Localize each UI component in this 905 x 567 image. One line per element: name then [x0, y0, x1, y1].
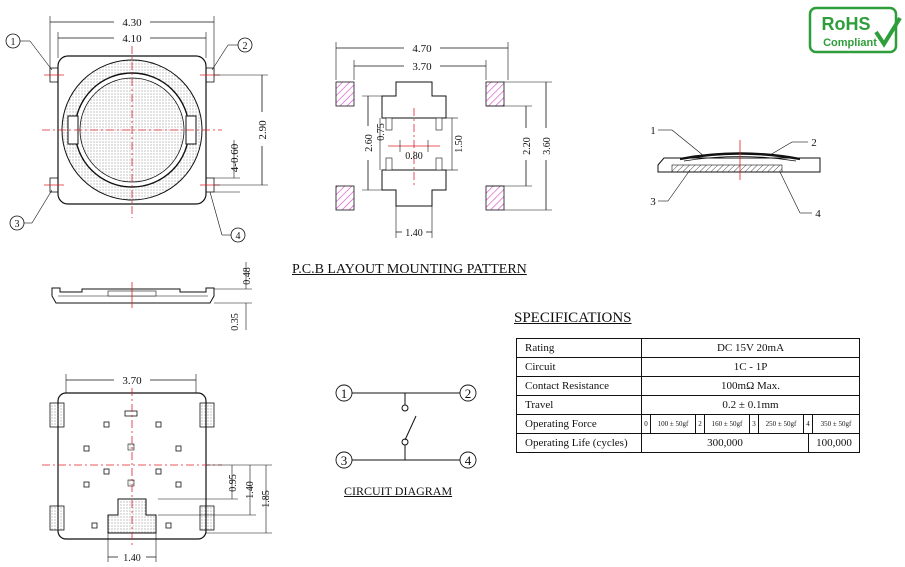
- specifications-title: SPECIFICATIONS: [514, 310, 632, 326]
- spec-value: 0.2 ± 0.1mm: [641, 395, 860, 415]
- dim-3-70-pcb: 3.70: [412, 61, 432, 73]
- dim-4-70: 4.70: [412, 43, 432, 55]
- callout-4: 4: [236, 231, 241, 242]
- section-callout-2: 2: [811, 137, 817, 149]
- table-row: Circuit 1C - 1P: [516, 357, 860, 377]
- switch-contact: [404, 415, 417, 441]
- circuit-terminal-3: 3: [341, 453, 348, 468]
- dim-3-70: 3.70: [122, 375, 142, 387]
- top-view: 4.30 4.10 2.90: [5, 15, 270, 243]
- dim-1-40-v: 1.40: [245, 481, 256, 499]
- dim-2-60: 2.60: [364, 134, 375, 152]
- circuit-diagram: 1 2 3 4: [335, 384, 477, 469]
- dim-0-35: 0.35: [230, 313, 241, 331]
- circuit-diagram-title: CIRCUIT DIAGRAM: [344, 484, 453, 498]
- life-value: 300,000: [642, 434, 809, 452]
- dim-1-40-bottom: 1.40: [123, 553, 141, 564]
- rohs-line2: Compliant: [823, 37, 877, 49]
- force-value: 160 ± 50gf: [704, 415, 749, 433]
- pcb-layout-title: P.C.B LAYOUT MOUNTING PATTERN: [292, 262, 527, 277]
- dim-4-30: 4.30: [122, 17, 142, 29]
- force-grade: 4: [803, 415, 812, 433]
- spec-label: Travel: [516, 395, 642, 415]
- life-values: 300,000 100,000: [641, 433, 860, 453]
- table-row: Operating Force 0 100 ± 50gf 2 160 ± 50g…: [516, 414, 860, 434]
- dim-1-40-pcb: 1.40: [405, 228, 423, 239]
- dim-1-85: 1.85: [261, 490, 272, 508]
- table-row: Rating DC 15V 20mA: [516, 338, 860, 358]
- circuit-terminal-4: 4: [465, 453, 472, 468]
- specifications-table: Rating DC 15V 20mA Circuit 1C - 1P Conta…: [516, 338, 860, 453]
- pcb-pad-4: [485, 185, 505, 211]
- force-grade: 0: [644, 420, 648, 428]
- pcb-pad-1: [335, 81, 355, 107]
- section-callout-4: 4: [815, 208, 821, 220]
- dim-2-20: 2.20: [522, 137, 533, 155]
- dim-0-48: 0.48: [242, 267, 253, 285]
- dim-4-0-60: 4-0.60: [229, 143, 241, 172]
- cross-section: 1 2 3 4: [650, 125, 821, 220]
- dim-0-95: 0.95: [228, 474, 239, 492]
- force-value: 350 ± 50gf: [812, 415, 859, 433]
- dim-0-80: 0.80: [405, 151, 423, 162]
- spec-label: Operating Life (cycles): [516, 433, 642, 453]
- spec-value: 100mΩ Max.: [641, 376, 860, 396]
- table-row: Contact Resistance 100mΩ Max.: [516, 376, 860, 396]
- table-row: Travel 0.2 ± 0.1mm: [516, 395, 860, 415]
- force-value: 100 ± 50gf: [650, 415, 695, 433]
- rohs-line1: RoHS: [822, 14, 871, 34]
- force-values: 0 100 ± 50gf 2 160 ± 50gf 3 250 ± 50gf 4…: [641, 414, 860, 434]
- spec-value: 1C - 1P: [641, 357, 860, 377]
- dim-1-50: 1.50: [454, 135, 465, 153]
- spec-label: Contact Resistance: [516, 376, 642, 396]
- spec-label: Circuit: [516, 357, 642, 377]
- check-icon: [874, 16, 902, 48]
- callout-1: 1: [11, 37, 16, 48]
- section-callout-3: 3: [650, 196, 656, 208]
- bottom-view: 3.70: [42, 373, 272, 564]
- table-row: Operating Life (cycles) 300,000 100,000: [516, 433, 860, 453]
- circuit-terminal-1: 1: [341, 386, 348, 401]
- force-grade: 2: [695, 415, 704, 433]
- spec-label: Operating Force: [516, 414, 642, 434]
- pcb-pad-3: [335, 185, 355, 211]
- pcb-pad-2: [485, 81, 505, 107]
- life-value: 100,000: [816, 437, 852, 449]
- side-view: 0.48 0.35: [51, 262, 253, 331]
- dim-2-90: 2.90: [257, 120, 269, 140]
- callout-2: 2: [243, 41, 248, 52]
- dim-0-75: 0.75: [376, 123, 387, 141]
- dim-4-10: 4.10: [122, 33, 142, 45]
- circuit-terminal-2: 2: [465, 386, 472, 401]
- spec-label: Rating: [516, 338, 642, 358]
- spec-value: DC 15V 20mA: [641, 338, 860, 358]
- dim-3-60: 3.60: [542, 137, 553, 155]
- pcb-layout: 4.70 3.70 2.60 0.75 0.80: [335, 41, 553, 239]
- rohs-logo: RoHS Compliant: [808, 6, 902, 54]
- section-callout-1: 1: [650, 125, 656, 137]
- force-value: 250 ± 50gf: [758, 415, 803, 433]
- force-grade: 3: [749, 415, 758, 433]
- callout-3: 3: [15, 219, 20, 230]
